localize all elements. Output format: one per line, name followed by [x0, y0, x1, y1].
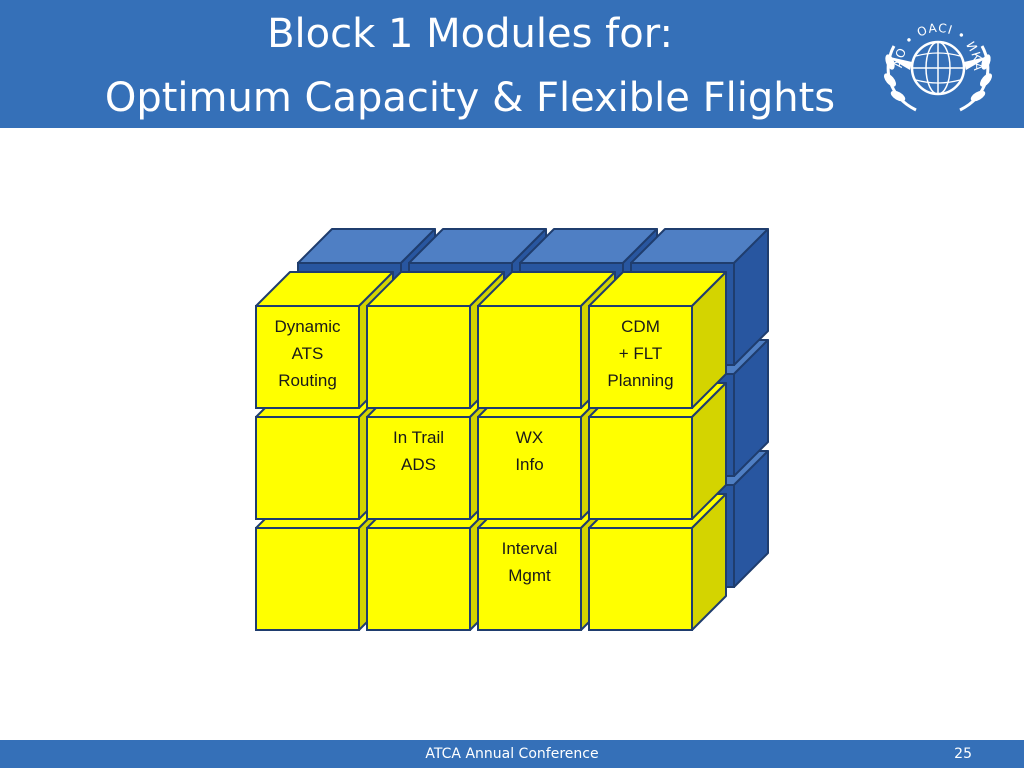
module-cube-0-1-front	[366, 305, 471, 409]
module-cube-0-3-front	[588, 305, 693, 409]
module-cube-2-3-front	[588, 527, 693, 631]
slide-title: Block 1 Modules for:	[267, 11, 673, 57]
module-cube-0-0-front	[255, 305, 360, 409]
module-cube-1-3-front	[588, 416, 693, 520]
module-cube-2-1-front	[366, 527, 471, 631]
icao-logo-icon: ICAO • OACI • ИКАО	[876, 6, 992, 112]
module-cube-2-0-front	[255, 527, 360, 631]
footer-text: ATCA Annual Conference	[425, 746, 599, 762]
module-cube-1-0-front	[255, 416, 360, 520]
module-cube-1-1-front	[366, 416, 471, 520]
footer-bar: ATCA Annual Conference 25	[0, 740, 1024, 768]
module-cube-2-2-front	[477, 527, 582, 631]
module-cube-0-2-front	[477, 305, 582, 409]
module-cube-1-2-front	[477, 416, 582, 520]
title-bar: Block 1 Modules for: Optimum Capacity & …	[0, 0, 1024, 128]
slide-subtitle: Optimum Capacity & Flexible Flights	[104, 75, 836, 121]
page-number: 25	[954, 746, 972, 762]
